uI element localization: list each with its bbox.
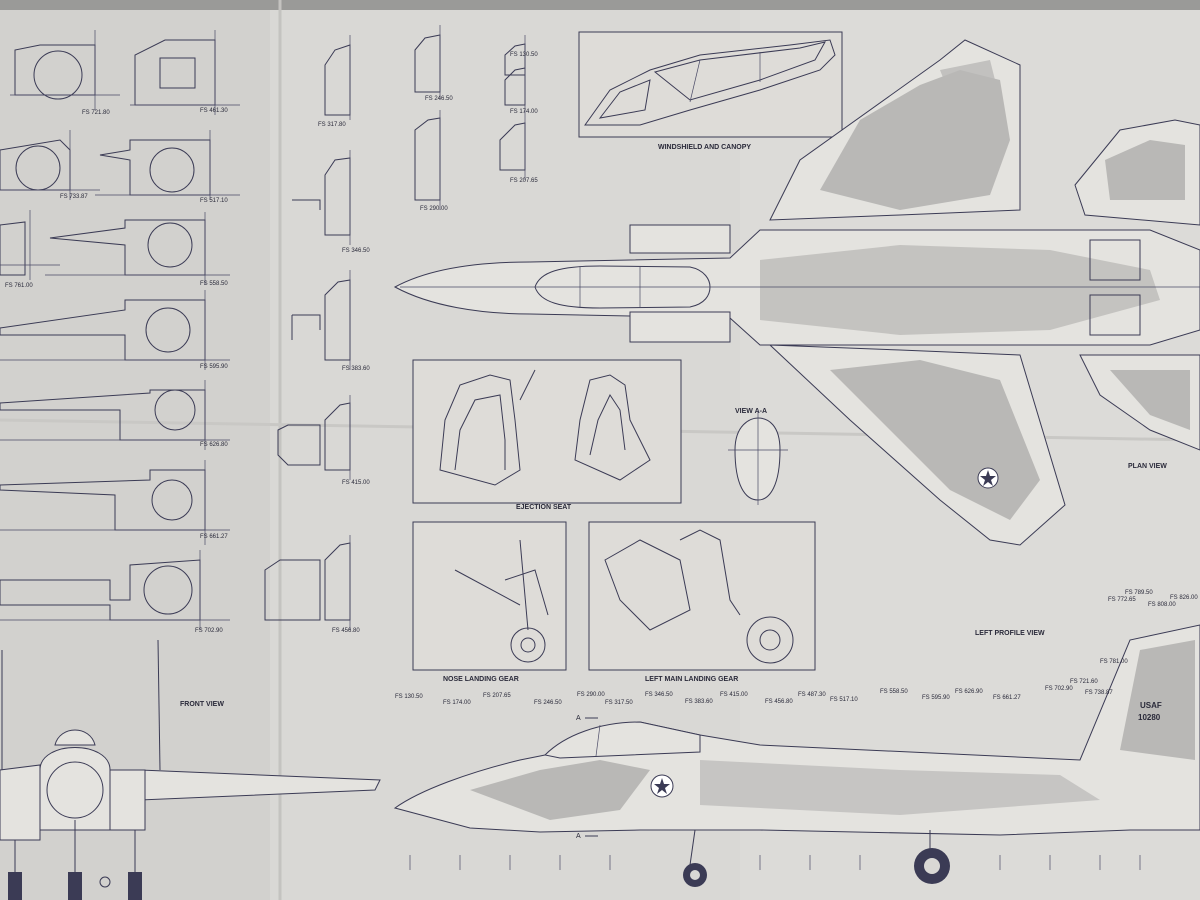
paper-panel-left (0, 0, 270, 900)
station-labels-row: FS 130.50 FS 174.00 FS 207.65 FS 246.50 … (395, 689, 1021, 706)
label-fs-207: FS 207.65 (510, 178, 538, 184)
station-fs-290: FS 290.00 (577, 692, 605, 698)
tail-code-usaf: USAF (1140, 701, 1162, 710)
nose-gear-panel: NOSE LANDING GEAR (412, 521, 567, 683)
label-fs-702: FS 702.90 (195, 628, 223, 634)
label-fs-130: FS 130.50 (510, 52, 538, 58)
label-fs-174: FS 174.00 (510, 109, 538, 115)
main-gear-title: LEFT MAIN LANDING GEAR (645, 676, 738, 683)
section-fs-702 (0, 550, 230, 630)
station-fs-826: FS 826.00 (1170, 595, 1198, 601)
label-fs-558: FS 558.50 (200, 281, 228, 287)
left-profile-title: LEFT PROFILE VIEW (975, 630, 1045, 637)
windshield-canopy-panel: WINDSHIELD AND CANOPY (578, 31, 843, 151)
front-view: FRONT VIEW (0, 639, 381, 900)
station-fs-346-b: FS 346.50 (645, 692, 673, 698)
ejection-seat-panel: EJECTION SEAT (412, 359, 682, 511)
station-labels-top: FS 789.50 FS 772.65 FS 826.00 FS 808.00 … (1045, 590, 1198, 696)
station-fs-558-b: FS 558.50 (880, 689, 908, 695)
windshield-title: WINDSHIELD AND CANOPY (658, 144, 751, 151)
section-fs-456 (264, 559, 321, 621)
station-fs-626-b: FS 626.90 (955, 689, 983, 695)
station-fs-207: FS 207.65 (483, 693, 511, 699)
label-fs-290: FS 290.00 (420, 206, 448, 212)
nose-gear-title: NOSE LANDING GEAR (443, 676, 519, 683)
station-fs-781: FS 781.00 (1100, 659, 1128, 665)
station-fs-130: FS 130.50 (395, 694, 423, 700)
left-section-labels: FS 721.80 FS 461.30 FS 733.87 FS 517.10 … (5, 108, 228, 634)
section-a-bottom: A (576, 833, 581, 840)
cross-sections-left (0, 30, 240, 630)
left-profile-view: LEFT PROFILE VIEW USAF 10280 A A (393, 624, 1200, 887)
right-section-labels: FS 246.50 FS 290.00 FS 130.50 FS 174.00 … (420, 52, 538, 212)
label-fs-456: FS 456.80 (332, 628, 360, 634)
main-gear-panel: LEFT MAIN LANDING GEAR (588, 521, 816, 683)
label-fs-595: FS 595.90 (200, 364, 228, 370)
label-fs-383: FS 383.60 (342, 366, 370, 372)
station-fs-595-b: FS 595.90 (922, 695, 950, 701)
label-fs-661: FS 661.27 (200, 534, 228, 540)
label-fs-346: FS 346.50 (342, 248, 370, 254)
front-view-title: FRONT VIEW (180, 701, 224, 708)
station-fs-317-b: FS 317.50 (605, 700, 633, 706)
section-fs-721 (10, 30, 120, 110)
label-fs-461: FS 461.30 (200, 108, 228, 114)
label-fs-317: FS 317.80 (318, 122, 346, 128)
station-fs-772: FS 772.65 (1108, 597, 1136, 603)
section-fs-761 (0, 210, 60, 280)
station-fs-517-b: FS 517.10 (830, 697, 858, 703)
station-fs-738: FS 738.87 (1085, 690, 1113, 696)
label-fs-626: FS 626.80 (200, 442, 228, 448)
section-fs-415 (277, 424, 321, 466)
label-fs-733: FS 733.87 (60, 194, 88, 200)
station-fs-415-b: FS 415.00 (720, 692, 748, 698)
station-fs-661-b: FS 661.27 (993, 695, 1021, 701)
station-fs-721-b: FS 721.60 (1070, 679, 1098, 685)
section-fs-461 (130, 30, 240, 115)
station-fs-487: FS 487.30 (798, 692, 826, 698)
label-fs-246: FS 246.50 (425, 96, 453, 102)
station-fs-174: FS 174.00 (443, 700, 471, 706)
section-fs-661 (0, 460, 230, 545)
view-aa-title: VIEW A-A (735, 408, 767, 415)
ejection-seat-title: EJECTION SEAT (516, 504, 572, 511)
cross-sections-right (414, 25, 526, 210)
station-fs-246: FS 246.50 (534, 700, 562, 706)
tail-code-number: 10280 (1138, 713, 1161, 722)
section-fs-517 (95, 130, 240, 200)
middle-section-labels: FS 317.80 FS 346.50 FS 383.60 FS 415.00 … (318, 122, 370, 634)
station-fs-702-b: FS 702.90 (1045, 686, 1073, 692)
station-fs-456-b: FS 456.80 (765, 699, 793, 705)
label-fs-721: FS 721.80 (82, 110, 110, 116)
label-fs-761: FS 761.00 (5, 283, 33, 289)
label-fs-415: FS 415.00 (342, 480, 370, 486)
plan-view-title: PLAN VIEW (1128, 463, 1167, 470)
cross-sections-middle (264, 35, 351, 630)
section-fs-558 (45, 212, 230, 285)
section-fs-733 (0, 130, 100, 200)
station-fs-808: FS 808.00 (1148, 602, 1176, 608)
station-fs-383-b: FS 383.60 (685, 699, 713, 705)
plan-view: PLAN VIEW (393, 39, 1200, 546)
label-fs-517: FS 517.10 (200, 198, 228, 204)
paper-top-edge (0, 0, 1200, 10)
section-a-top: A (576, 715, 581, 722)
view-aa: VIEW A-A (728, 408, 788, 505)
section-fs-595 (0, 290, 230, 370)
station-fs-789: FS 789.50 (1125, 590, 1153, 596)
section-fs-626 (0, 380, 230, 450)
